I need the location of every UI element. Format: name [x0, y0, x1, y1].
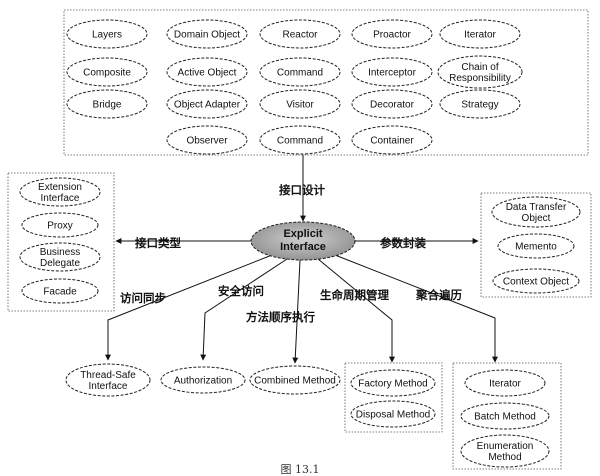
- pattern-label: Layers: [92, 30, 122, 41]
- explicit-interface-node: Explicit Interface: [250, 221, 356, 261]
- pattern-node-active-object: Active Object: [166, 57, 248, 87]
- pattern-node-iterator: Iterator: [464, 369, 546, 397]
- pattern-label: Chain of: [461, 62, 498, 73]
- pattern-node-context-object: Context Object: [492, 268, 580, 294]
- pattern-label: Bridge: [93, 100, 122, 111]
- pattern-label: Business: [40, 247, 81, 258]
- pattern-label: Iterator: [464, 30, 496, 41]
- pattern-label: Memento: [515, 242, 557, 253]
- pattern-label: Data Transfer: [506, 202, 567, 213]
- pattern-label: Disposal Method: [356, 410, 430, 421]
- label-interface-design: 接口设计: [279, 183, 325, 197]
- pattern-node-decorator: Decorator: [351, 89, 433, 119]
- pattern-label: Enumeration: [477, 441, 534, 452]
- right-pattern-group-box: [480, 192, 592, 298]
- pattern-label: Responsibility: [449, 73, 511, 84]
- pattern-node-disposal-method: Disposal Method: [350, 400, 436, 428]
- pattern-label: Iterator: [489, 379, 521, 390]
- pattern-node-combined-method: Combined Method: [249, 365, 341, 395]
- pattern-label: Domain Object: [174, 30, 240, 41]
- label-lifecycle-management: 生命周期管理: [320, 288, 389, 302]
- pattern-label: Proxy: [47, 221, 73, 232]
- pattern-label: Strategy: [461, 100, 498, 111]
- pattern-node-strategy: Strategy: [439, 89, 521, 119]
- connector-order: [292, 259, 301, 364]
- pattern-node-layers: Layers: [66, 19, 148, 49]
- connector-lifecycle: [317, 258, 395, 363]
- connector-sync: [105, 254, 273, 361]
- pattern-label: Authorization: [174, 376, 232, 387]
- pattern-label: Interface: [41, 193, 80, 204]
- pattern-label: Proactor: [373, 30, 411, 41]
- connectors: [105, 155, 498, 364]
- pattern-label: Extension: [38, 182, 82, 193]
- pattern-node-command: Command: [259, 125, 341, 155]
- connector-security: [200, 258, 288, 361]
- pattern-node-memento: Memento: [497, 233, 575, 259]
- top-pattern-group-box: [63, 9, 589, 156]
- pattern-node-observer: Observer: [166, 125, 248, 155]
- label-parameter-encapsulation: 参数封装: [379, 236, 426, 250]
- pattern-node-authorization: Authorization: [160, 366, 246, 394]
- pattern-node-container: Container: [351, 125, 433, 155]
- center-line-2: Interface: [280, 241, 326, 253]
- pattern-node-composite: Composite: [66, 57, 148, 87]
- label-access-sync: 访问同步: [120, 291, 166, 305]
- pattern-node-command: Command: [259, 57, 341, 87]
- pattern-node-factory-method: Factory Method: [350, 369, 436, 397]
- pattern-node-batch-method: Batch Method: [460, 402, 550, 430]
- pattern-node-domain-object: Domain Object: [166, 19, 248, 49]
- label-method-sequence: 方法顺序执行: [246, 310, 315, 324]
- pattern-label: Command: [277, 136, 323, 147]
- pattern-label: Combined Method: [254, 376, 336, 387]
- pattern-label: Facade: [43, 287, 77, 298]
- pattern-label: Method: [488, 452, 521, 463]
- center-line-1: Explicit: [283, 228, 322, 240]
- pattern-label: Active Object: [178, 68, 237, 79]
- pattern-label: Composite: [83, 68, 131, 79]
- pattern-node-visitor: Visitor: [259, 89, 341, 119]
- pattern-label: Interface: [89, 381, 128, 392]
- pattern-node-object-adapter: Object Adapter: [166, 89, 248, 119]
- pattern-label: Factory Method: [358, 379, 427, 390]
- pattern-label: Visitor: [286, 100, 314, 111]
- pattern-label: Interceptor: [368, 68, 416, 79]
- pattern-label: Reactor: [282, 30, 318, 41]
- pattern-label: Command: [277, 68, 323, 79]
- pattern-node-iterator: Iterator: [439, 19, 521, 49]
- pattern-node-bridge: Bridge: [66, 89, 148, 119]
- pattern-node-proxy: Proxy: [21, 212, 99, 238]
- pattern-label: Delegate: [40, 258, 80, 269]
- iteration-pattern-group-box: [452, 362, 562, 470]
- pattern-label: Container: [370, 136, 414, 147]
- lifecycle-pattern-group-box: [344, 362, 443, 433]
- left-pattern-group-box: [7, 172, 115, 312]
- figure-caption: 图 13.1: [281, 463, 320, 476]
- pattern-label: Thread-Safe: [80, 370, 136, 381]
- pattern-label: Observer: [186, 136, 228, 147]
- pattern-label: Object Adapter: [174, 100, 241, 111]
- connector-iteration: [334, 254, 498, 363]
- pattern-node-facade: Facade: [21, 278, 99, 304]
- pattern-node-interceptor: Interceptor: [351, 57, 433, 87]
- pattern-label: Context Object: [503, 277, 569, 288]
- pattern-node-reactor: Reactor: [259, 19, 341, 49]
- pattern-label: Decorator: [370, 100, 415, 111]
- label-aggregate-traversal: 聚合遍历: [415, 288, 462, 302]
- pattern-node-proactor: Proactor: [351, 19, 433, 49]
- pattern-label: Object: [522, 213, 551, 224]
- label-secure-access: 安全访问: [218, 284, 264, 298]
- label-interface-type: 接口类型: [135, 236, 181, 250]
- pattern-label: Batch Method: [474, 412, 536, 423]
